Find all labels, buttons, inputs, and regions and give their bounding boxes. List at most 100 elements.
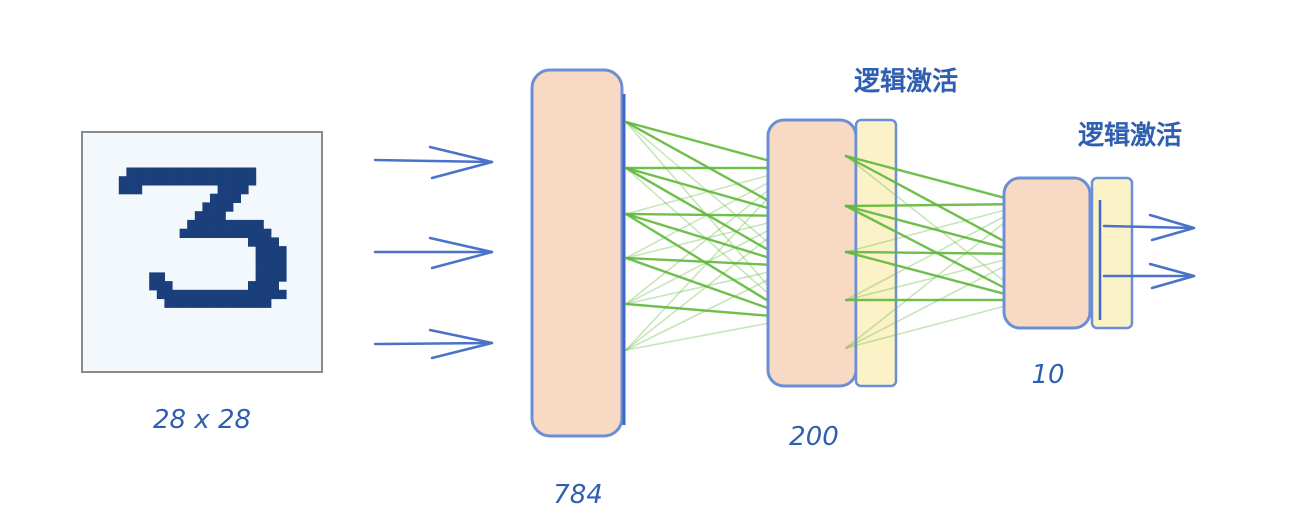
layer-10-block [1002, 176, 1092, 330]
digit-pixel [263, 237, 272, 247]
digit-pixel [179, 176, 188, 186]
digit-pixel [156, 281, 165, 291]
digit-pixel [134, 185, 143, 195]
digit-pixel [225, 298, 234, 308]
digit-pixel [217, 298, 226, 308]
digit-pixel [225, 176, 234, 186]
digit-pixel [187, 298, 196, 308]
activation-10-label: 逻辑激活 [1078, 120, 1182, 151]
digit-pixel [187, 219, 196, 230]
connection-line [845, 203, 1029, 349]
layer-200-block [766, 118, 858, 388]
digit-pixel [172, 167, 181, 177]
digit-pixel [255, 289, 264, 300]
digit-pixel [217, 167, 226, 177]
input-arrows [373, 145, 494, 360]
digit-pixel [217, 228, 226, 238]
arrow-icon [1102, 213, 1196, 242]
digit-pixel [202, 176, 211, 186]
digit-pixel [225, 202, 234, 212]
digit-pixel [232, 167, 241, 177]
digit-pixel [270, 237, 279, 247]
digit-pixel [179, 228, 188, 238]
digit-pixel [149, 167, 158, 177]
digit-pixel [232, 185, 241, 195]
digit-pixel [134, 176, 143, 186]
digit-pixel [248, 237, 257, 247]
digit-pixel [248, 228, 257, 238]
digit-pixel [255, 272, 264, 282]
layer-784-label: 784 [553, 480, 603, 510]
digit-pixel [278, 272, 287, 282]
digit-pixel [149, 176, 158, 186]
digit-pixel [210, 211, 219, 221]
digit-pixel [194, 167, 203, 177]
arrow-icon [1102, 262, 1196, 290]
arrow-icon [373, 236, 494, 270]
digit-pixel [126, 167, 135, 177]
digit-pixel [179, 289, 188, 300]
digit-pixel [194, 211, 203, 221]
digit-pixel [172, 176, 181, 186]
digit-pixel [240, 228, 249, 238]
digit-pixel [210, 298, 219, 308]
digit-pixel [156, 176, 165, 186]
digit-pixel [156, 289, 165, 300]
connection-line [844, 250, 1030, 302]
digit-pixel [263, 263, 272, 273]
arrow-icon [373, 328, 494, 360]
digit-pixel [210, 176, 219, 186]
digit-pixel [240, 289, 249, 300]
digit-pixel [202, 211, 211, 221]
digit-pixel [118, 176, 127, 186]
digit-pixel [126, 176, 135, 186]
digit-pixel [278, 289, 287, 300]
digit-pixel [255, 298, 264, 308]
digit-pixel [240, 167, 249, 177]
digit-pixel [240, 185, 249, 195]
digit-pixel [225, 228, 234, 238]
digit-pixel [217, 289, 226, 300]
digit-pixel [263, 246, 272, 256]
connection-line [845, 253, 1029, 301]
digit-pixel [263, 298, 272, 308]
digit-pixel [164, 176, 173, 186]
digit-pixel [248, 219, 257, 230]
digit-pixel [187, 228, 196, 238]
layer-784-block [530, 68, 624, 438]
digit-pixel [225, 193, 234, 203]
digit-pixel [210, 289, 219, 300]
digit-pixel [187, 289, 196, 300]
connection-line [844, 250, 1030, 256]
activation-10-block [1090, 176, 1134, 330]
digit-pixel [232, 219, 241, 230]
digit-pixel [232, 193, 241, 203]
digit-pixel [210, 193, 219, 203]
digit-pixel [225, 167, 234, 177]
layer-10-label: 10 [1031, 360, 1064, 390]
digit-pixel [232, 298, 241, 308]
digit-pixel [164, 298, 173, 308]
digit-pixel [270, 272, 279, 282]
digit-pixel [225, 185, 234, 195]
digit-pixel [232, 176, 241, 186]
digit-pixel [179, 167, 188, 177]
digit-pixel [270, 246, 279, 256]
digit-pixel [225, 289, 234, 300]
digit-pixel [164, 167, 173, 177]
digit-pixel [172, 298, 181, 308]
connection-line [845, 155, 1029, 301]
digit-pixel [141, 167, 150, 177]
digit-pixel [126, 185, 135, 195]
digit-pixel [210, 228, 219, 238]
digit-pixel [210, 219, 219, 230]
digit-pixel [156, 167, 165, 177]
digit-pixel [210, 167, 219, 177]
input-image [81, 131, 323, 373]
digit-pixel [217, 219, 226, 230]
digit-pixel [248, 298, 257, 308]
connection-line [845, 299, 1029, 349]
digit-pixel [194, 228, 203, 238]
digit-pixel [240, 298, 249, 308]
digit-pixel [248, 176, 257, 186]
